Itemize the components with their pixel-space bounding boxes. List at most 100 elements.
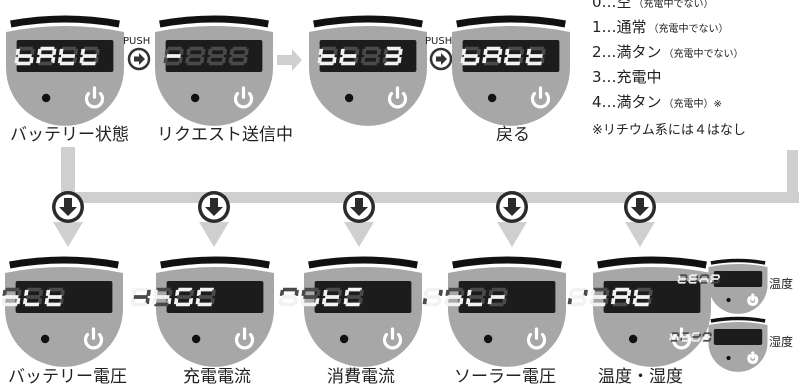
lcd-segment [154, 302, 169, 307]
lcd-digit [79, 46, 100, 66]
lcd-digit [152, 287, 173, 307]
lcd-segment [44, 298, 50, 305]
device-bottom-1 [130, 256, 274, 367]
lcd-segment [487, 298, 493, 305]
lcd-digit [503, 46, 525, 66]
lcd-segment [688, 279, 691, 283]
lcd-segment [438, 289, 443, 296]
lcd-segment [692, 336, 700, 338]
lcd-segment [232, 46, 247, 51]
lcd-digit [669, 332, 680, 342]
lcd-segment [347, 287, 362, 292]
lcd-segment [382, 57, 387, 64]
drop-arrowhead [497, 222, 527, 247]
lcd-screen [713, 329, 763, 345]
lcd-segment [48, 287, 63, 292]
lcd-segment [682, 332, 690, 335]
lcd-segment [80, 48, 86, 55]
lcd-segment [316, 289, 321, 296]
device-bottom-3 [422, 256, 566, 367]
lcd-segment [468, 295, 484, 299]
lcd-segment [670, 336, 678, 338]
lcd-digit [699, 274, 710, 284]
caption-solar-voltage: ソーラー電圧 [454, 367, 556, 387]
lcd-segment [677, 279, 680, 283]
lcd-digit [321, 287, 343, 307]
lcd-segment [83, 46, 98, 51]
lcd-segment [690, 274, 698, 277]
mini-device-humidity [669, 316, 768, 372]
lcd-segment [319, 61, 334, 66]
lcd-segment [698, 333, 702, 337]
lcd-digit [343, 287, 364, 307]
lcd-digit [130, 287, 151, 307]
lcd-segment [568, 289, 574, 296]
lcd-segment [507, 46, 523, 51]
lcd-segment [711, 274, 720, 277]
lcd-segment [706, 279, 709, 283]
lcd-segment [506, 54, 522, 58]
lcd-segment [318, 48, 324, 55]
lcd-segment [4, 295, 19, 299]
lcd-segment [342, 54, 357, 58]
lcd-segment [475, 57, 480, 64]
lcd-segment [384, 61, 399, 66]
lcd-segment [206, 57, 212, 64]
lcd-digit [382, 46, 403, 66]
lcd-segment [503, 57, 509, 64]
lcd-segment [589, 298, 594, 305]
mini-device-temp [677, 258, 768, 314]
lcd-segment [36, 57, 41, 64]
power-icon-arc [747, 296, 759, 307]
lcd-segment [671, 332, 679, 335]
lcd-segment [354, 48, 360, 55]
lcd-segment [385, 54, 400, 58]
lcd-segment [504, 48, 510, 55]
device-led [191, 334, 201, 344]
lcd-segment [221, 57, 226, 64]
lcd-segment [460, 57, 466, 64]
lcd-digit [317, 46, 338, 66]
lcd-segment [187, 61, 202, 66]
device-led [483, 334, 493, 344]
lcd-digit [487, 287, 508, 307]
lcd-digit [163, 46, 184, 66]
lcd-segment [210, 298, 215, 305]
lcd-segment [189, 46, 204, 51]
lcd-segment [325, 287, 341, 292]
caption-charge-current: 充電電流 [183, 367, 251, 387]
lcd-segment [38, 289, 44, 296]
lcd-segment [490, 295, 505, 299]
lcd-segment [700, 278, 708, 280]
lcd-segment [717, 279, 720, 283]
lcd-segment [582, 298, 587, 305]
lcd-segment [669, 333, 673, 337]
lcd-segment [700, 281, 708, 284]
lcd-segment [647, 298, 652, 305]
lcd-segment [691, 333, 694, 337]
connector-stem [61, 147, 75, 197]
lcd-segment [1, 298, 6, 305]
lcd-segment [569, 302, 584, 307]
lcd-segment [353, 57, 359, 64]
lcd-segment [300, 298, 305, 305]
lcd-segment [95, 48, 100, 55]
lcd-digit [14, 46, 35, 66]
lcd-segment [689, 278, 697, 280]
legend-item: 4…満タン（充電中）※ [592, 95, 722, 110]
lcd-segment [178, 57, 183, 64]
lcd-segment [467, 302, 483, 307]
lcd-segment [188, 54, 203, 58]
lcd-segment [691, 339, 700, 342]
lcd-segment [152, 298, 157, 305]
device-top-band [10, 15, 120, 28]
power-icon-arc [387, 92, 408, 109]
lcd-segment [341, 61, 356, 66]
lcd-segment [710, 275, 713, 279]
lcd-segment [695, 279, 698, 283]
lcd-segment [703, 336, 711, 338]
drop-arrowhead [53, 222, 83, 247]
lcd-segment [281, 295, 296, 299]
lcd-segment [571, 287, 587, 292]
device-top-0 [6, 15, 124, 126]
